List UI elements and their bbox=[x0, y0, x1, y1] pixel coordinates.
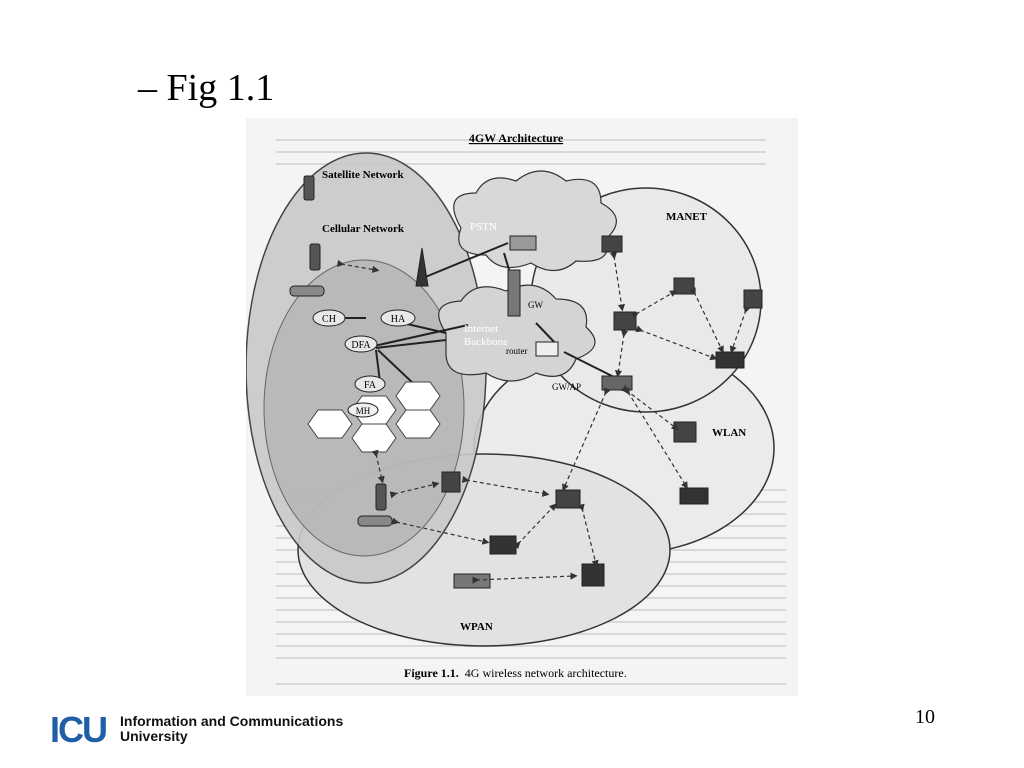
router-label: router bbox=[506, 346, 528, 356]
wpan-car-icon bbox=[357, 515, 393, 527]
manet-label: MANET bbox=[666, 211, 708, 223]
desktop-computer-icon bbox=[581, 563, 605, 587]
architecture-figure: CH HA DFA FA FA MH bbox=[246, 118, 798, 696]
figure-caption: Figure 1.1. 4G wireless network architect… bbox=[404, 666, 627, 680]
manet-laptop-3-icon bbox=[743, 289, 763, 309]
satellite-phone-icon bbox=[303, 175, 315, 201]
wlan-laptop-2-icon bbox=[679, 487, 709, 505]
node-ch: CH bbox=[312, 309, 346, 327]
logo-line-2: University bbox=[120, 728, 188, 744]
camcorder-icon bbox=[489, 535, 517, 555]
car-icon bbox=[289, 285, 325, 297]
wlan-laptop-1-icon bbox=[673, 421, 697, 443]
gw-ap-icon bbox=[601, 375, 633, 391]
pstn-cloud bbox=[453, 170, 617, 272]
icu-logo-mark: ICU bbox=[50, 709, 108, 750]
wpan-phone-icon bbox=[375, 483, 387, 511]
node-ha-label: HA bbox=[391, 314, 406, 325]
gw-label: GW bbox=[528, 300, 543, 310]
gateway-tower-icon bbox=[507, 269, 521, 317]
satellite-network-label: Satellite Network bbox=[322, 169, 404, 181]
node-fa-left: FA bbox=[354, 375, 386, 393]
logo-line-1: Information and Communications bbox=[120, 713, 344, 729]
node-mh: MH bbox=[347, 402, 379, 418]
pstn-switch-icon bbox=[509, 235, 537, 251]
node-ch-label: CH bbox=[322, 314, 336, 325]
architecture-diagram: CH HA DFA FA FA MH bbox=[246, 118, 798, 696]
router-icon bbox=[535, 341, 559, 357]
backbone-label: Backbone bbox=[464, 336, 508, 348]
wpan-pda-icon bbox=[441, 471, 461, 493]
wireless-links bbox=[336, 251, 751, 584]
figure-title: 4GW Architecture bbox=[469, 131, 564, 145]
icu-logo: ICU Information and Communications Unive… bbox=[50, 712, 360, 748]
manet-laptop-5-icon bbox=[715, 351, 745, 369]
gw-ap-label: GW/AP bbox=[552, 382, 581, 392]
icu-logo-text: Information and Communications Universit… bbox=[120, 714, 343, 744]
node-dfa: DFA bbox=[344, 335, 378, 353]
wpan-label: WPAN bbox=[460, 621, 493, 633]
manet-laptop-1-icon bbox=[601, 235, 623, 253]
peripherals-icon bbox=[453, 573, 491, 589]
node-ha: HA bbox=[380, 309, 416, 327]
wpan-laptop-icon bbox=[555, 489, 581, 509]
node-fa-left-label: FA bbox=[364, 380, 377, 391]
internet-backbone-cloud bbox=[438, 284, 596, 382]
cell-tower-icon bbox=[415, 247, 429, 287]
manet-laptop-2-icon bbox=[673, 277, 695, 295]
cellular-network-label: Cellular Network bbox=[322, 223, 405, 235]
node-dfa-label: DFA bbox=[351, 340, 371, 351]
devices bbox=[289, 175, 763, 589]
node-mh-label: MH bbox=[356, 406, 371, 416]
page-number: 10 bbox=[915, 706, 935, 728]
manet-laptop-4-icon bbox=[613, 311, 637, 331]
cell-phone-icon bbox=[309, 243, 321, 271]
wlan-label: WLAN bbox=[712, 427, 746, 439]
caption-label: Figure 1.1. bbox=[404, 666, 459, 680]
caption-text: 4G wireless network architecture. bbox=[465, 666, 627, 680]
internet-label: Internet bbox=[464, 323, 498, 335]
slide-heading: – Fig 1.1 bbox=[138, 67, 275, 109]
pstn-label: PSTN bbox=[470, 221, 497, 233]
